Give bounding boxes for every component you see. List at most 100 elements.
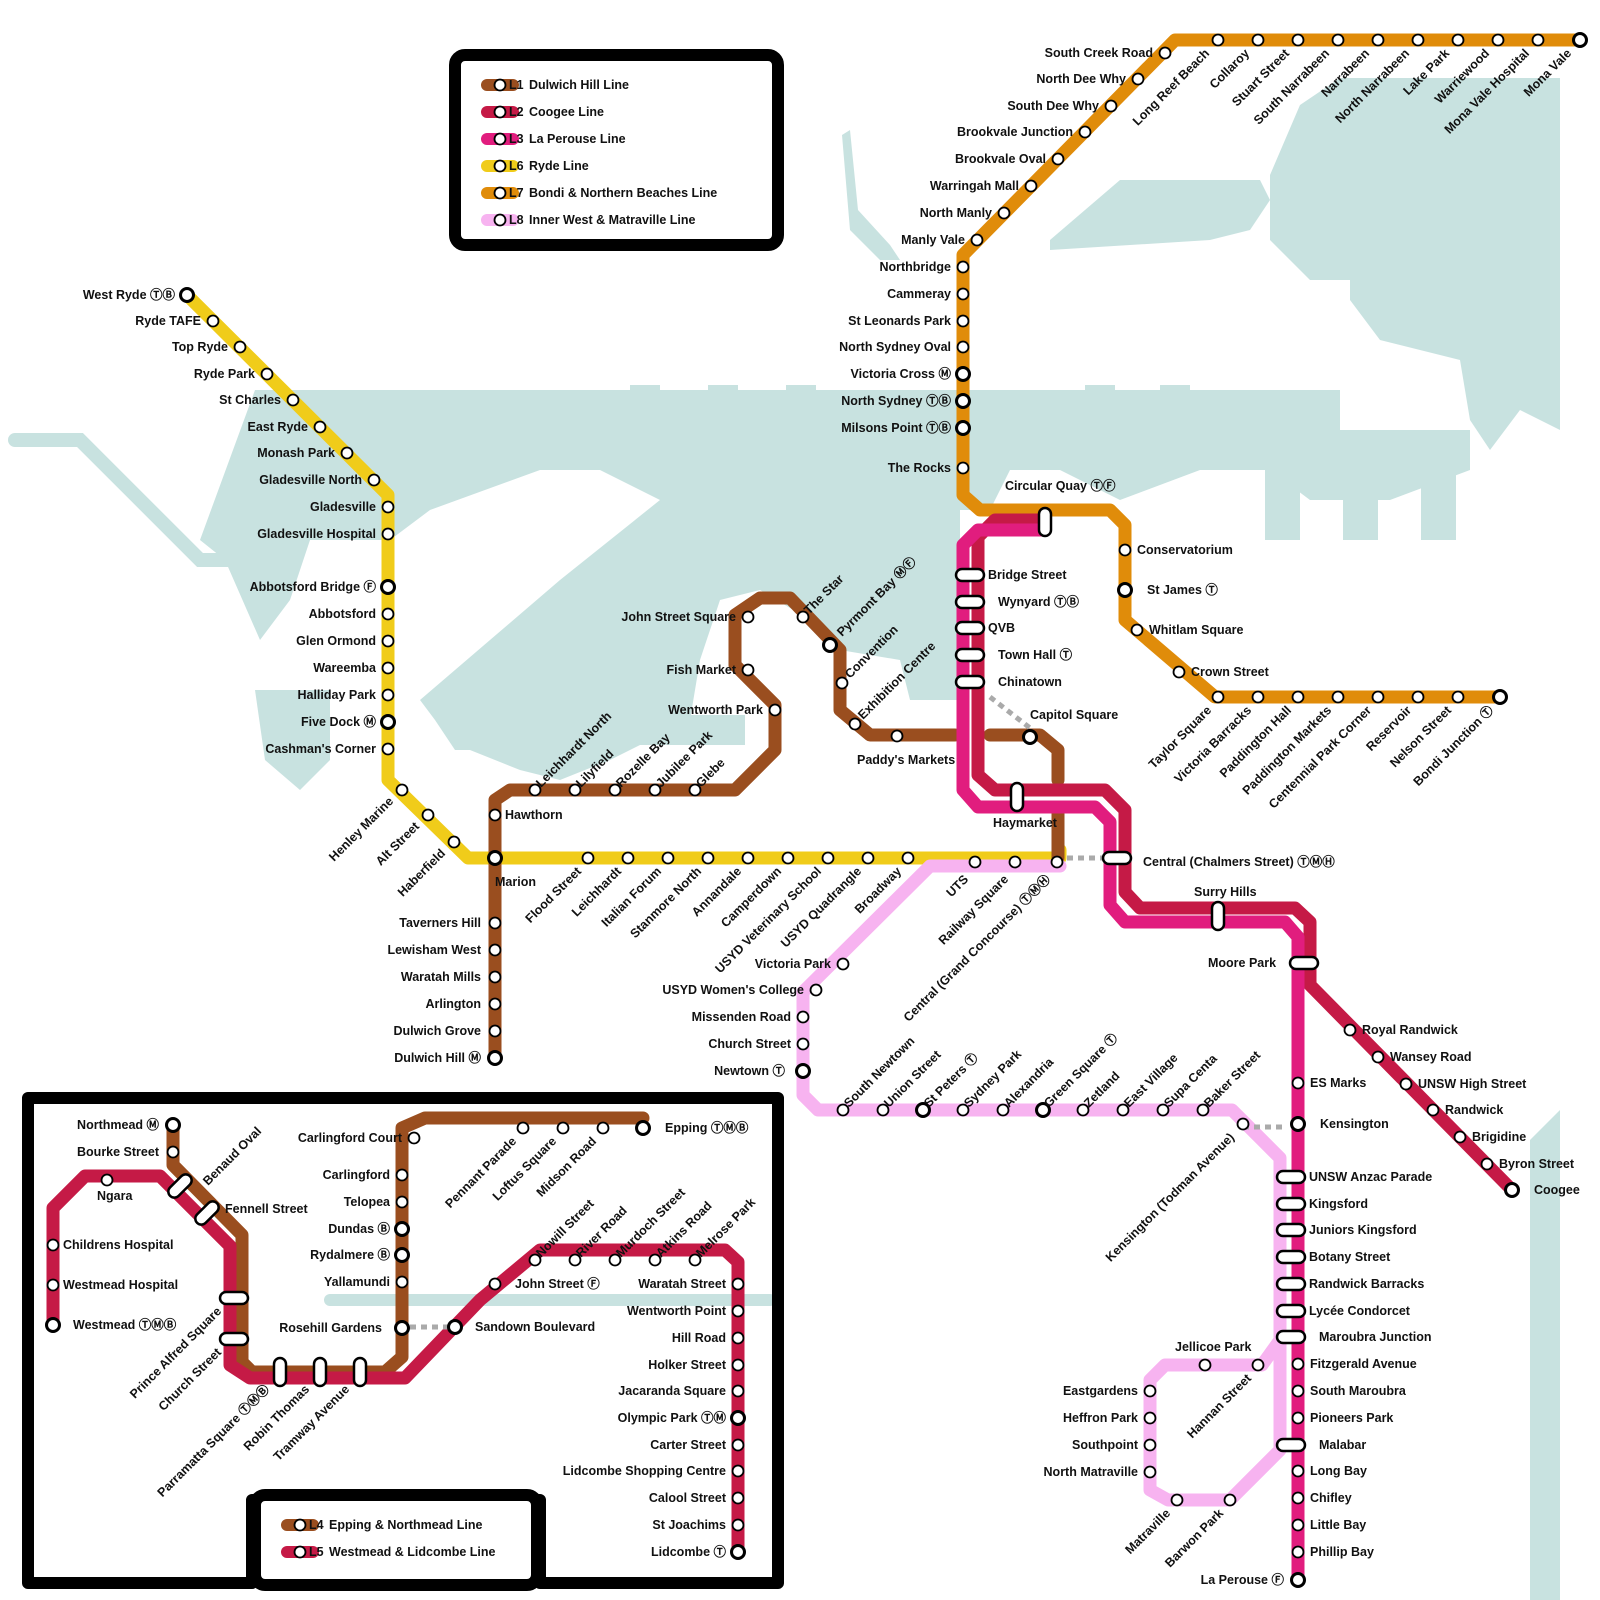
station-little-bay[interactable]: Little Bay bbox=[1291, 1518, 1367, 1532]
station-long-bay[interactable]: Long Bay bbox=[1291, 1464, 1367, 1478]
station-lyc-e-condorcet[interactable]: Lycée Condorcet bbox=[1275, 1303, 1411, 1319]
station-south-creek-road[interactable]: South Creek Road bbox=[1045, 46, 1172, 60]
station-southpoint[interactable]: Southpoint bbox=[1072, 1438, 1157, 1452]
station-jellicoe-park[interactable]: Jellicoe Park bbox=[1175, 1340, 1251, 1372]
station-church-street[interactable]: Church Street bbox=[708, 1037, 810, 1051]
station-heffron-park[interactable]: Heffron Park bbox=[1063, 1411, 1157, 1425]
station-telopea[interactable]: Telopea bbox=[344, 1195, 409, 1209]
station-taylor-square[interactable]: Taylor Square bbox=[1146, 690, 1225, 772]
station-holker-street[interactable]: Holker Street bbox=[648, 1358, 745, 1372]
station-whitlam-square[interactable]: Whitlam Square bbox=[1130, 623, 1244, 637]
station-paddy-s-markets[interactable]: Paddy's Markets bbox=[857, 729, 955, 768]
station-randwick-barracks[interactable]: Randwick Barracks bbox=[1275, 1276, 1424, 1292]
station-gladesville[interactable]: Gladesville bbox=[310, 500, 395, 514]
station-halliday-park[interactable]: Halliday Park bbox=[297, 688, 395, 702]
station-unsw-high-street[interactable]: UNSW High Street bbox=[1399, 1077, 1528, 1091]
station-jacaranda-square[interactable]: Jacaranda Square bbox=[618, 1384, 745, 1398]
station-wynyard[interactable]: Wynyard ⓉⒷ bbox=[954, 594, 1080, 610]
station-cammeray[interactable]: Cammeray bbox=[887, 287, 970, 301]
station-arlington[interactable]: Arlington bbox=[425, 997, 502, 1011]
station-cashman-s-corner[interactable]: Cashman's Corner bbox=[265, 742, 395, 756]
station-brigidine[interactable]: Brigidine bbox=[1453, 1130, 1527, 1144]
station-es-marks[interactable]: ES Marks bbox=[1291, 1076, 1367, 1090]
station-st-leonards-park[interactable]: St Leonards Park bbox=[848, 314, 970, 328]
station-lidcombe[interactable]: Lidcombe Ⓣ bbox=[651, 1544, 746, 1560]
station-chinatown[interactable]: Chinatown bbox=[954, 674, 1062, 690]
station-northbridge[interactable]: Northbridge bbox=[879, 260, 970, 274]
station-taverners-hill[interactable]: Taverners Hill bbox=[399, 916, 502, 930]
station-brookvale-junction[interactable]: Brookvale Junction bbox=[957, 125, 1092, 139]
station-glen-ormond[interactable]: Glen Ormond bbox=[296, 634, 395, 648]
station-carter-street[interactable]: Carter Street bbox=[650, 1438, 745, 1452]
station-kensington[interactable]: Kensington bbox=[1290, 1116, 1389, 1132]
station-top-ryde[interactable]: Top Ryde bbox=[172, 340, 247, 354]
station-west-ryde[interactable]: West Ryde ⓉⒷ bbox=[83, 287, 195, 303]
station-royal-randwick[interactable]: Royal Randwick bbox=[1343, 1023, 1458, 1037]
station-eastgardens[interactable]: Eastgardens bbox=[1063, 1384, 1157, 1398]
station-gladesville-north[interactable]: Gladesville North bbox=[259, 473, 381, 487]
station-north-sydney-oval[interactable]: North Sydney Oval bbox=[839, 340, 970, 354]
station-lidcombe-shopping-centre[interactable]: Lidcombe Shopping Centre bbox=[563, 1464, 745, 1478]
station-circular-quay[interactable]: Circular Quay ⓉⒻ bbox=[1005, 478, 1116, 538]
station-usyd-women-s-college[interactable]: USYD Women's College bbox=[662, 983, 823, 997]
station-the-rocks[interactable]: The Rocks bbox=[888, 461, 970, 475]
station-unsw-anzac-parade[interactable]: UNSW Anzac Parade bbox=[1275, 1169, 1432, 1185]
station-coogee[interactable]: Coogee bbox=[1504, 1182, 1580, 1198]
station-westmead[interactable]: Westmead ⓉⓂⒷ bbox=[45, 1317, 177, 1333]
station-central-grand-concourse[interactable]: Central (Grand Concourse) ⓉⓂⒽ bbox=[900, 855, 1064, 1025]
station-wansey-road[interactable]: Wansey Road bbox=[1371, 1050, 1472, 1064]
station-carlingford[interactable]: Carlingford bbox=[323, 1168, 409, 1182]
station-south-maroubra[interactable]: South Maroubra bbox=[1291, 1384, 1407, 1398]
station-bourke-street[interactable]: Bourke Street bbox=[77, 1145, 180, 1159]
station-lewisham-west[interactable]: Lewisham West bbox=[387, 943, 502, 957]
station-haymarket[interactable]: Haymarket bbox=[993, 781, 1058, 830]
station-five-dock[interactable]: Five Dock Ⓜ bbox=[301, 714, 396, 730]
station-rydalmere[interactable]: Rydalmere Ⓑ bbox=[310, 1247, 410, 1263]
station-carlingford-court[interactable]: Carlingford Court bbox=[298, 1131, 421, 1145]
station-juniors-kingsford[interactable]: Juniors Kingsford bbox=[1275, 1222, 1417, 1238]
station-randwick[interactable]: Randwick bbox=[1426, 1103, 1504, 1117]
station-john-street[interactable]: John Street Ⓕ bbox=[488, 1276, 601, 1291]
station-north-matraville[interactable]: North Matraville bbox=[1044, 1465, 1157, 1479]
station-abbotsford[interactable]: Abbotsford bbox=[309, 607, 395, 621]
station-south-dee-why[interactable]: South Dee Why bbox=[1007, 99, 1118, 113]
station-kensington-todman-avenue[interactable]: Kensington (Todman Avenue) bbox=[1103, 1117, 1250, 1265]
station-st-james[interactable]: St James Ⓣ bbox=[1117, 582, 1219, 598]
station-dundas[interactable]: Dundas Ⓑ bbox=[328, 1221, 410, 1237]
station-victoria-park[interactable]: Victoria Park bbox=[755, 957, 850, 971]
station-dulwich-hill[interactable]: Dulwich Hill Ⓜ bbox=[394, 1050, 503, 1066]
station-abbotsford-bridge[interactable]: Abbotsford Bridge Ⓕ bbox=[250, 579, 396, 595]
station-manly-vale[interactable]: Manly Vale bbox=[901, 233, 984, 247]
station-calool-street[interactable]: Calool Street bbox=[649, 1491, 745, 1505]
station-hill-road[interactable]: Hill Road bbox=[672, 1331, 745, 1345]
station-waratah-mills[interactable]: Waratah Mills bbox=[401, 970, 502, 984]
station-surry-hills[interactable]: Surry Hills bbox=[1194, 885, 1257, 932]
station-kingsford[interactable]: Kingsford bbox=[1275, 1196, 1368, 1212]
station-westmead-hospital[interactable]: Westmead Hospital bbox=[46, 1278, 179, 1292]
station-yallamundi[interactable]: Yallamundi bbox=[324, 1275, 409, 1289]
station-missenden-road[interactable]: Missenden Road bbox=[692, 1010, 810, 1024]
station-fish-market[interactable]: Fish Market bbox=[667, 663, 755, 677]
station-central-chalmers-street[interactable]: Central (Chalmers Street) ⓉⓂⒽ bbox=[1101, 850, 1335, 869]
station-moore-park[interactable]: Moore Park bbox=[1208, 955, 1320, 971]
station-byron-street[interactable]: Byron Street bbox=[1480, 1157, 1575, 1171]
station-malabar[interactable]: Malabar bbox=[1275, 1437, 1366, 1453]
station-marion[interactable]: Marion bbox=[487, 850, 536, 890]
station-phillip-bay[interactable]: Phillip Bay bbox=[1291, 1545, 1374, 1559]
station-pioneers-park[interactable]: Pioneers Park bbox=[1291, 1411, 1394, 1425]
station-maroubra-junction[interactable]: Maroubra Junction bbox=[1275, 1329, 1432, 1345]
station-ngara[interactable]: Ngara bbox=[97, 1173, 133, 1204]
station-capitol-square[interactable]: Capitol Square bbox=[1022, 708, 1119, 745]
station-loftus-square[interactable]: Loftus Square bbox=[490, 1121, 570, 1204]
station-ryde-park[interactable]: Ryde Park bbox=[194, 367, 274, 381]
station-fitzgerald-avenue[interactable]: Fitzgerald Avenue bbox=[1291, 1357, 1417, 1371]
station-wentworth-park[interactable]: Wentworth Park bbox=[668, 703, 782, 717]
station-st-charles[interactable]: St Charles bbox=[219, 393, 300, 407]
station-la-perouse[interactable]: La Perouse Ⓕ bbox=[1201, 1572, 1306, 1588]
station-east-ryde[interactable]: East Ryde bbox=[248, 420, 327, 434]
station-north-manly[interactable]: North Manly bbox=[920, 206, 1011, 220]
station-ryde-tafe[interactable]: Ryde TAFE bbox=[135, 314, 220, 328]
station-northmead[interactable]: Northmead Ⓜ bbox=[77, 1117, 181, 1133]
station-victoria-cross[interactable]: Victoria Cross Ⓜ bbox=[850, 366, 971, 382]
station-matraville[interactable]: Matraville bbox=[1122, 1493, 1184, 1557]
